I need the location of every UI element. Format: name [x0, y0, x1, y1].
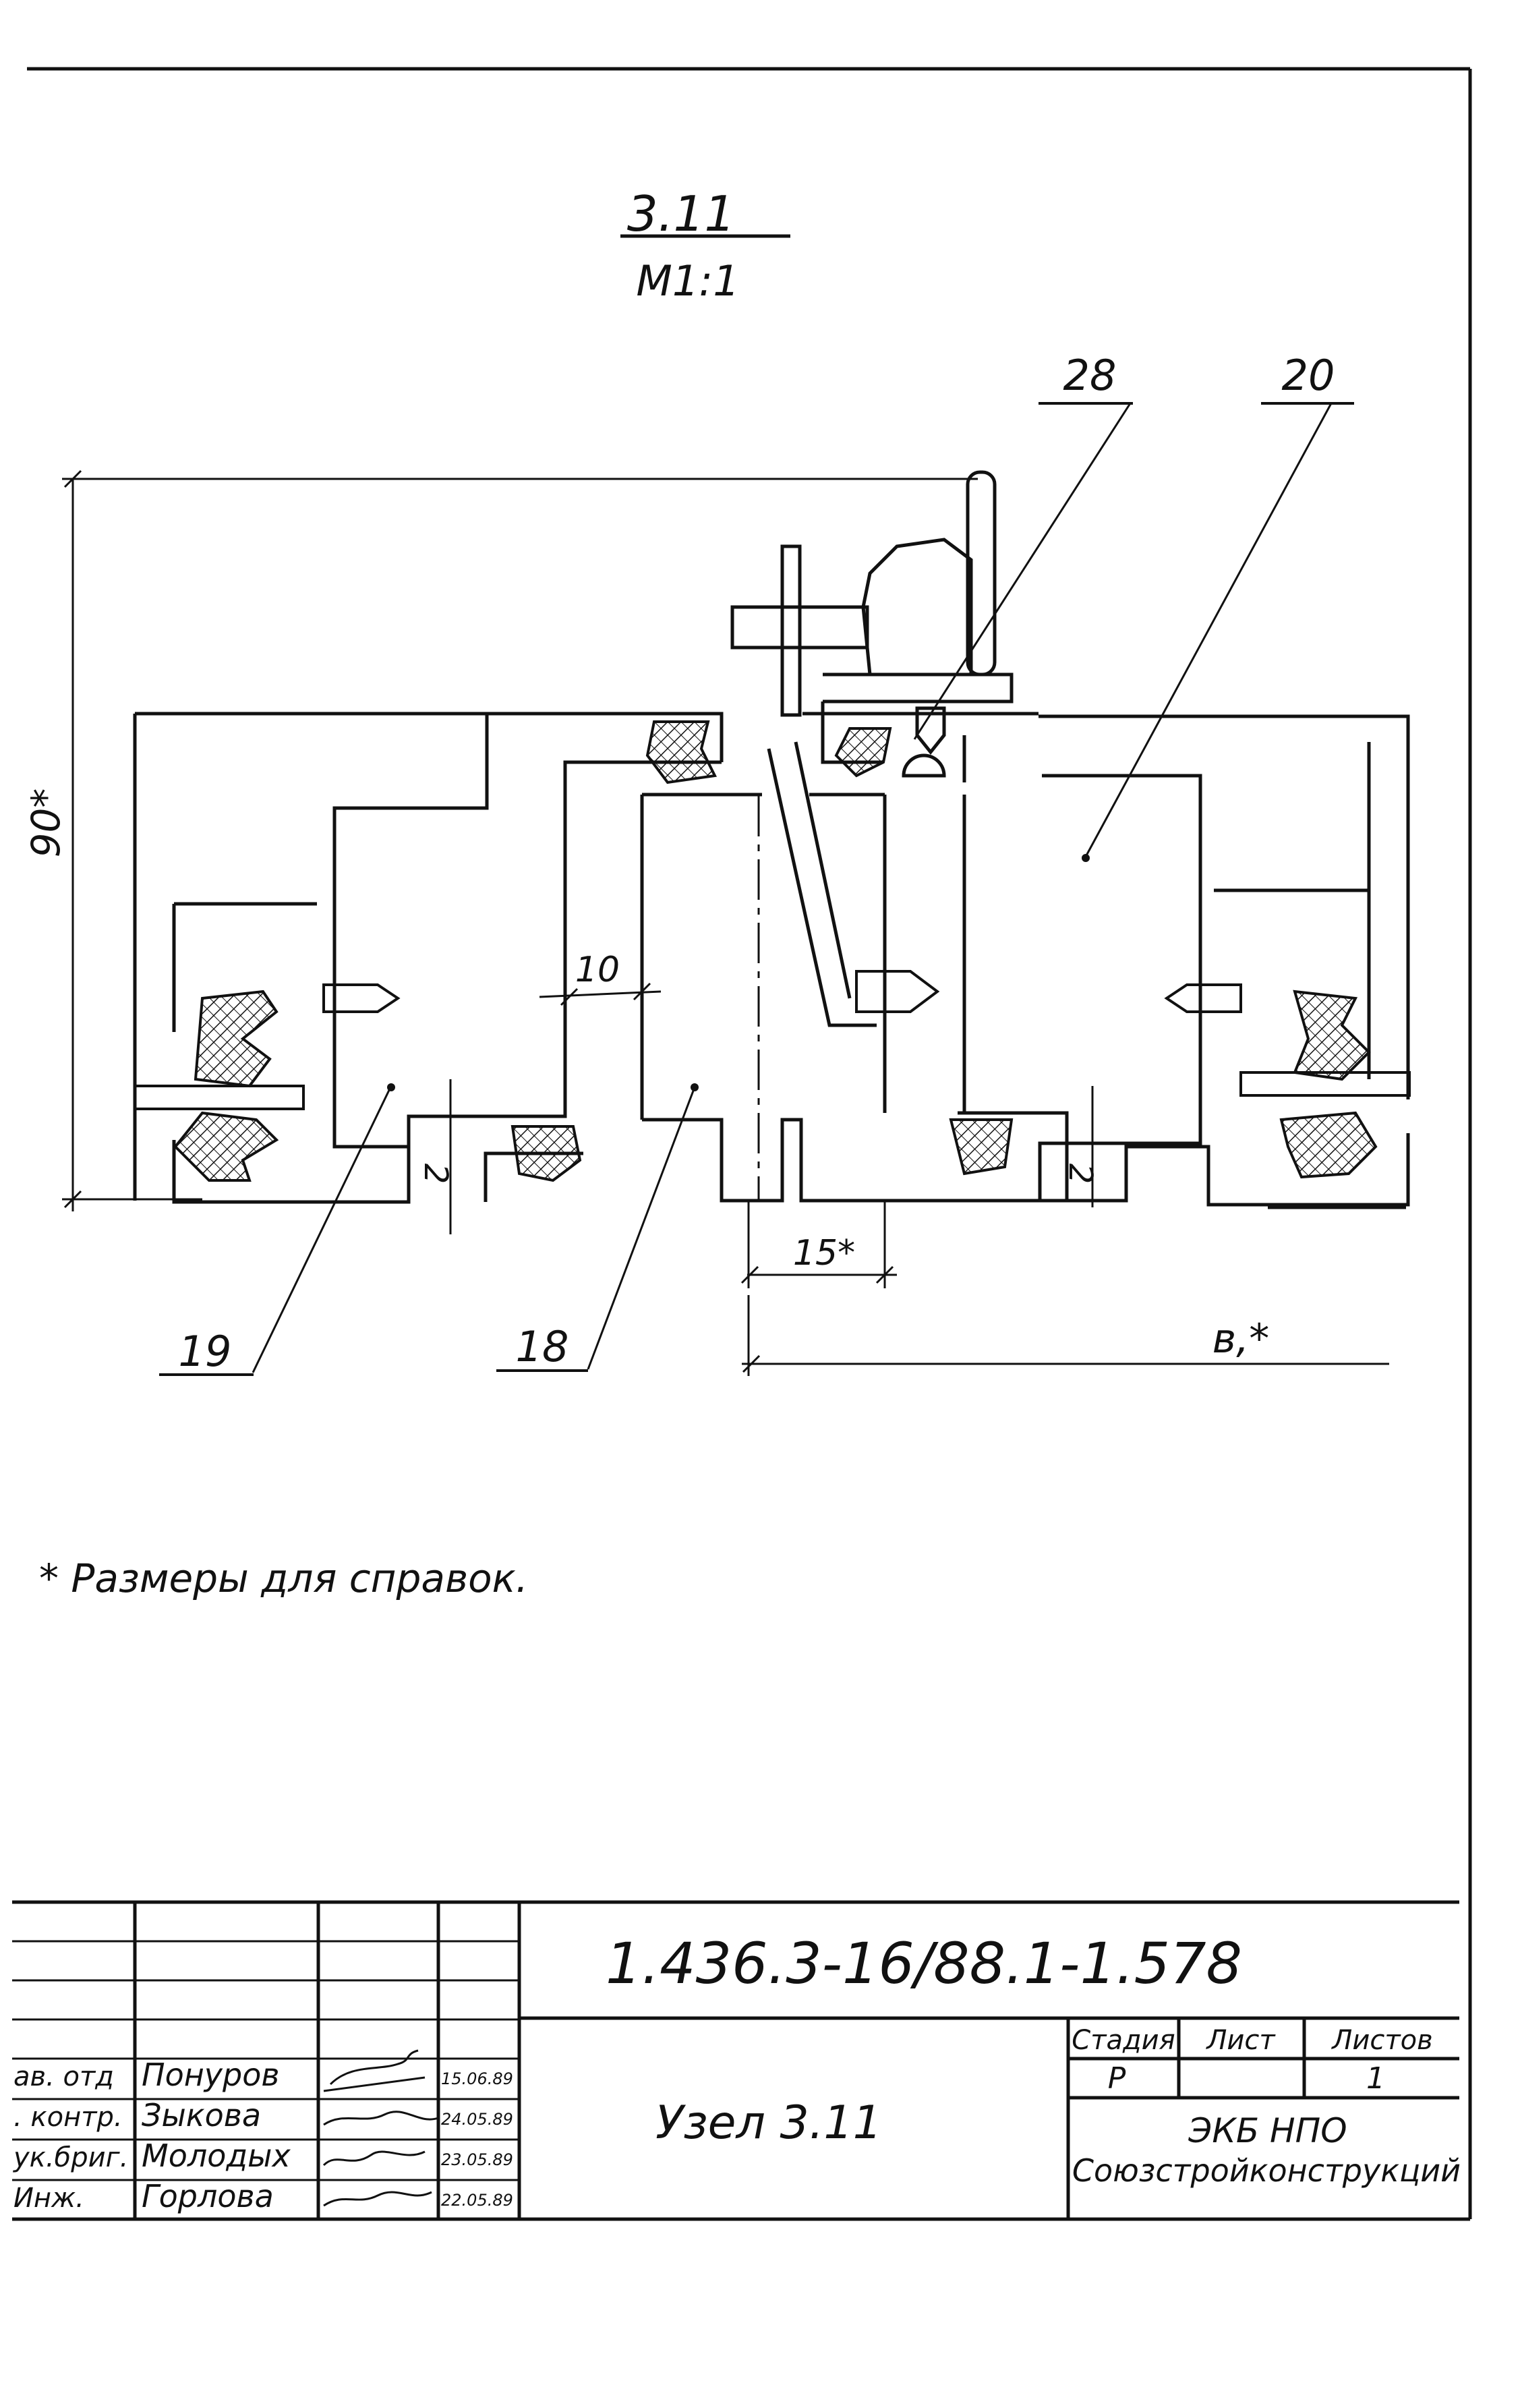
callout-20-leader	[1084, 403, 1333, 857]
fastener-pins	[322, 970, 1242, 1013]
callout-18: 18	[516, 1322, 569, 1371]
header-sheet: Лист	[1205, 2025, 1276, 2056]
person-role: . контр.	[13, 2102, 123, 2133]
dimension-height-label: 90*	[23, 789, 69, 858]
person-name: Зыкова	[142, 2097, 261, 2133]
person-name: Молодых	[142, 2138, 291, 2174]
callout-28-leader	[913, 403, 1132, 740]
dimension-small-right: 2	[1061, 1164, 1099, 1184]
title-block-grid	[12, 1900, 1470, 2221]
header-stage: Стадия	[1072, 2025, 1175, 2056]
person-date: 22.05.89	[441, 2191, 513, 2210]
callout-19: 19	[179, 1327, 232, 1376]
dimension-gap-label: 10	[575, 950, 620, 990]
callout-28: 28	[1063, 351, 1117, 400]
document-number: 1.436.3-16/88.1-1.578	[606, 1930, 1242, 1997]
callout-18-leader	[587, 1087, 696, 1370]
seal-gaskets	[134, 720, 1411, 1182]
person-role: ук.бриг.	[13, 2142, 128, 2173]
handwritten-signatures	[322, 2049, 439, 2207]
signature-rows: ав. отд Понуров 15.06.89 . контр. Зыкова…	[13, 2057, 513, 2214]
dimension-small	[449, 1079, 1094, 1234]
person-name: Горлова	[142, 2178, 274, 2214]
dimension-height	[62, 469, 978, 1211]
dimension-small-left: 2	[417, 1164, 455, 1184]
clamp-assembly	[730, 470, 1014, 1027]
person-date: 23.05.89	[441, 2150, 513, 2169]
callout-20: 20	[1282, 351, 1335, 400]
section-outline	[133, 712, 1410, 1209]
header-sheets: Листов	[1331, 2025, 1432, 2056]
dimension-offset-label: 15*	[793, 1233, 855, 1273]
organization-name: ЭКБ НПО	[1188, 2111, 1347, 2150]
dimension-gap	[539, 982, 662, 1006]
reference-note: * Размеры для справок.	[39, 1555, 528, 1601]
value-stage: Р	[1108, 2061, 1126, 2096]
sheet-frame	[27, 67, 1472, 2219]
organization-name-full: Союзстройконструкций	[1072, 2152, 1461, 2189]
callout-19-leader	[252, 1085, 392, 1373]
scale-label: М1:1	[636, 256, 739, 306]
person-date: 24.05.89	[441, 2110, 513, 2129]
person-name: Понуров	[142, 2057, 279, 2093]
drawing-title: Узел 3.11	[655, 2096, 882, 2150]
section-number: 3.11	[627, 185, 735, 242]
dimension-width-label: в,*	[1212, 1315, 1269, 1363]
dimension-width	[742, 1295, 1389, 1376]
person-date: 15.06.89	[441, 2069, 513, 2088]
value-sheets: 1	[1366, 2061, 1385, 2096]
person-role: Инж.	[13, 2183, 84, 2214]
person-role: ав. отд	[13, 2061, 114, 2092]
dimension-offset	[740, 1201, 897, 1288]
